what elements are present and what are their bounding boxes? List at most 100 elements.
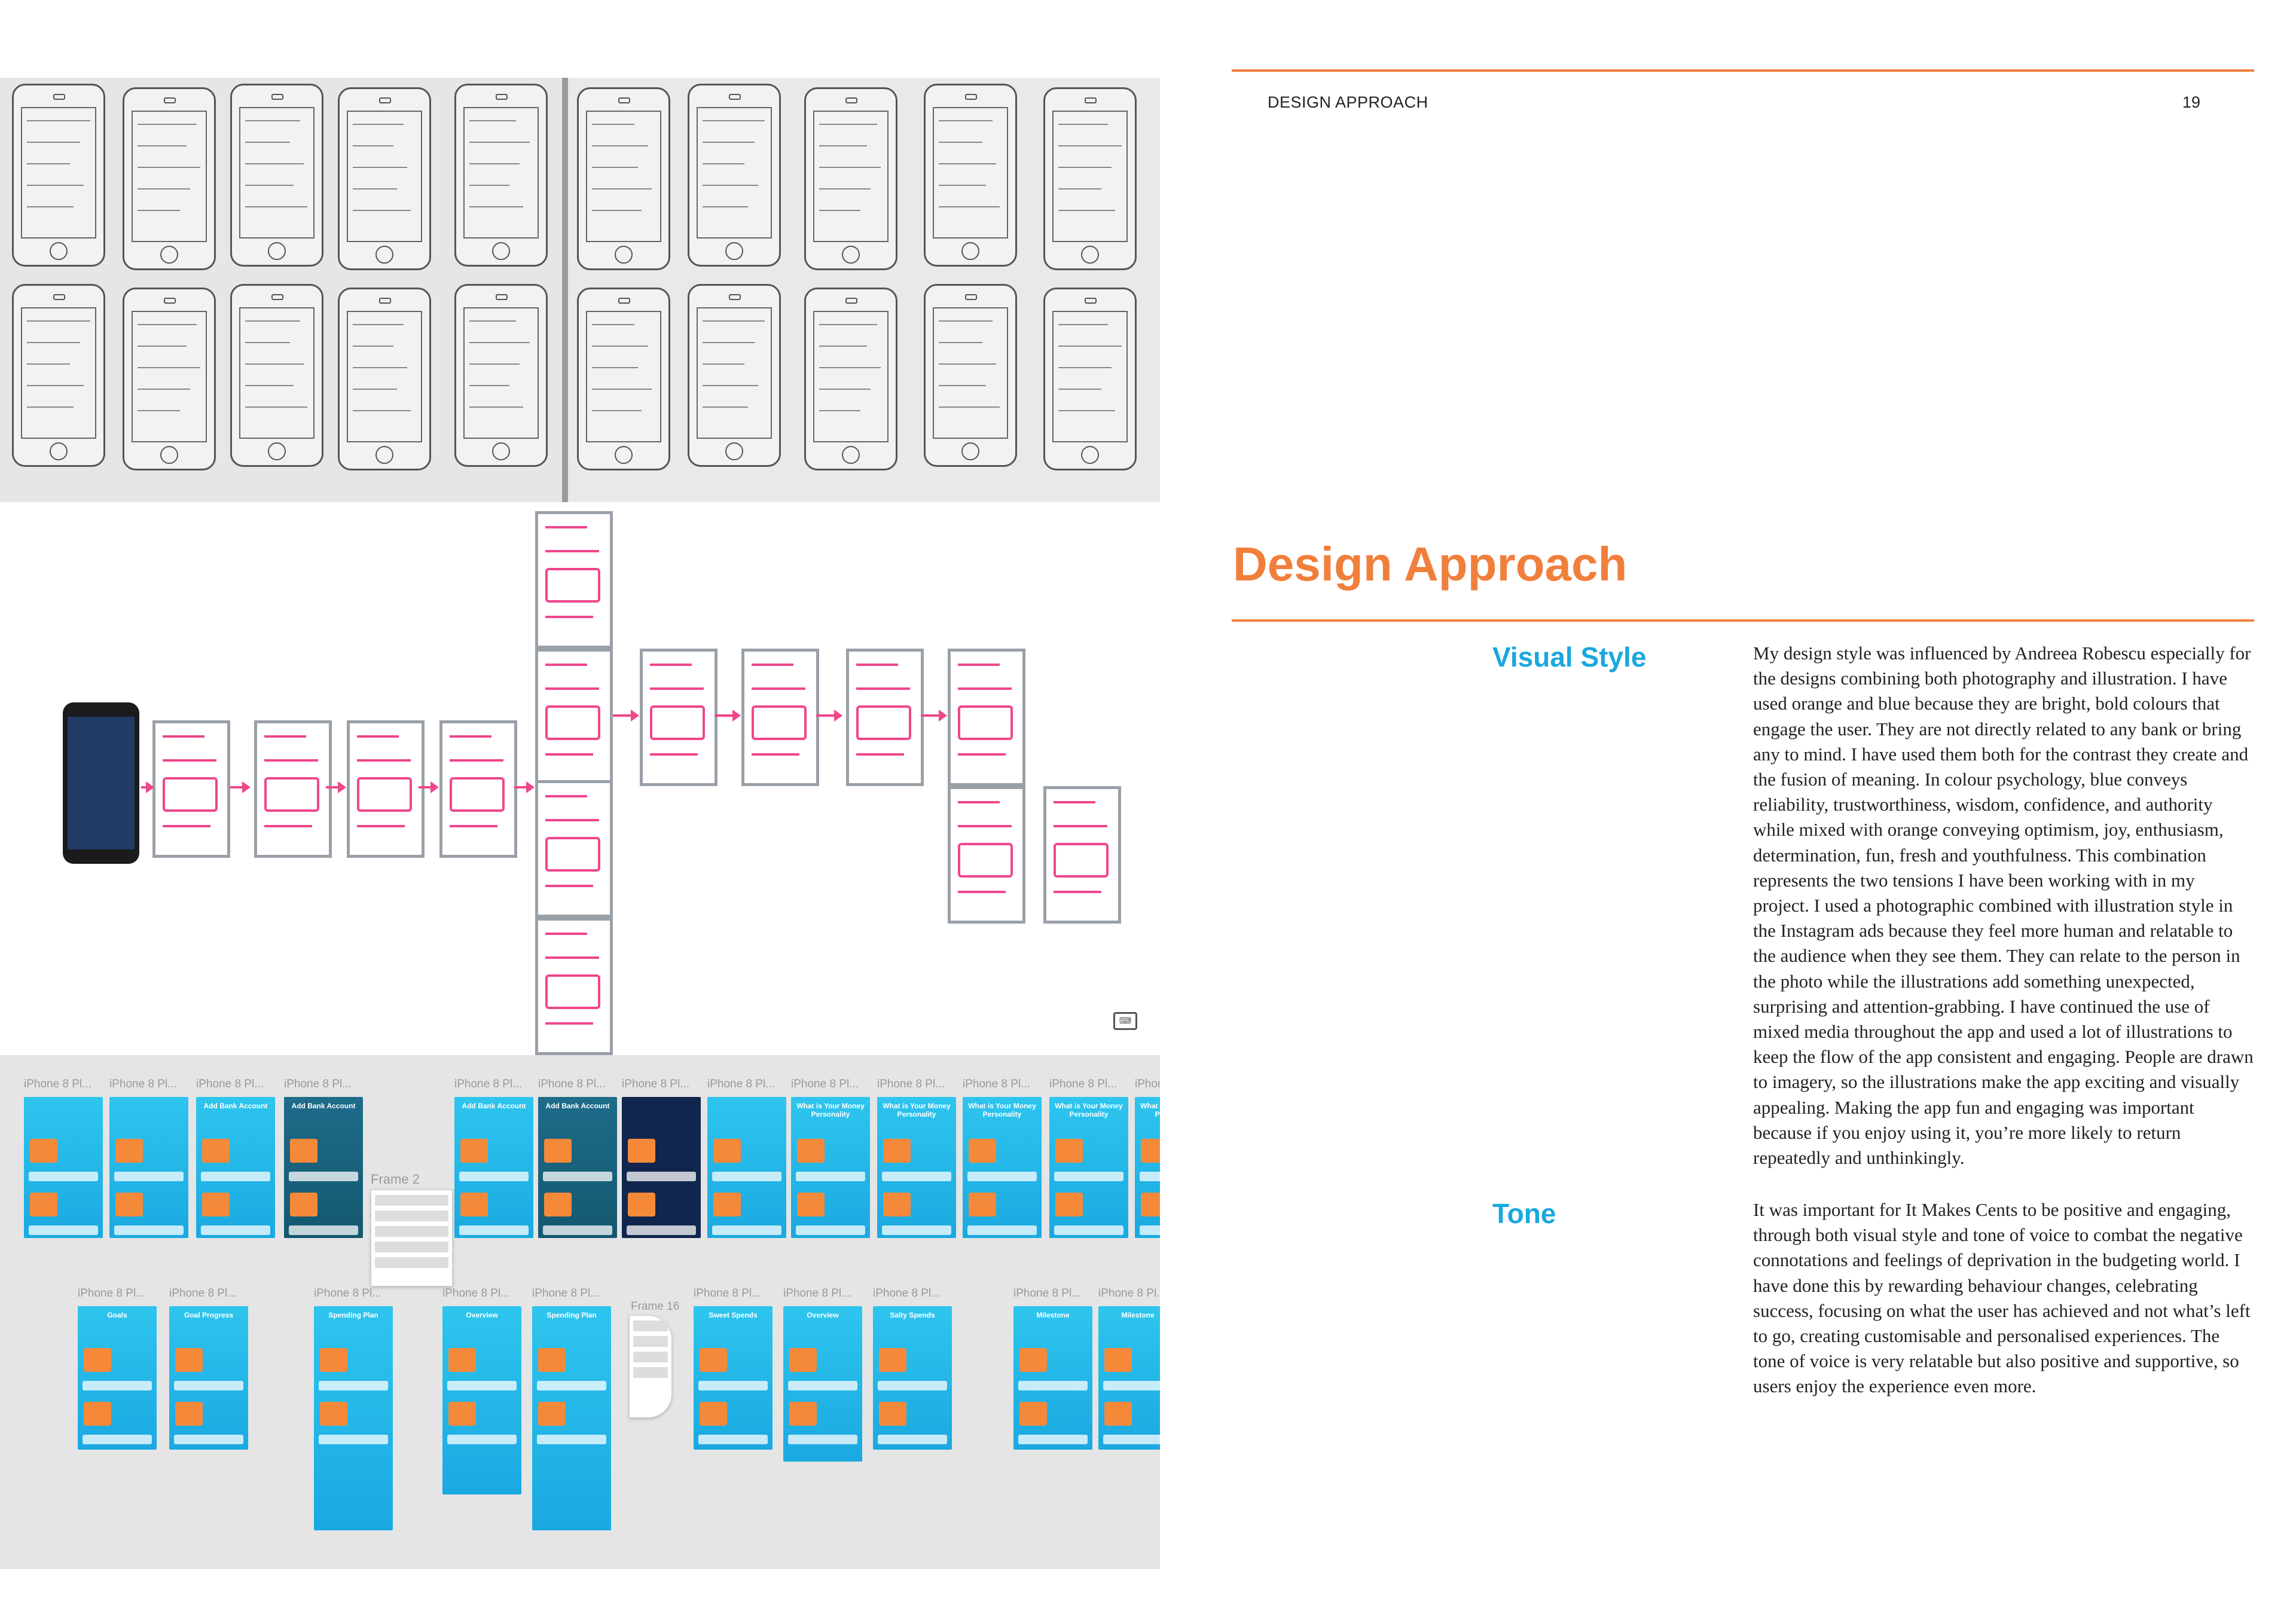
- flow-arrow: [715, 710, 741, 722]
- flow-screen: [152, 720, 230, 858]
- sketch-phone: [454, 84, 548, 267]
- app-screen-frame: Goals: [78, 1306, 157, 1450]
- frame-label: iPhone 8 Pl...: [707, 1078, 775, 1090]
- frame-title: Salty Spends: [890, 1311, 935, 1319]
- frame-title: Add Bank Account: [462, 1102, 526, 1110]
- frame-label: iPhone 8 Pl...: [109, 1078, 178, 1090]
- sketch-phone: [1043, 288, 1137, 470]
- frame-label: iPhone 8 Pl...: [694, 1287, 762, 1300]
- app-design-frames-board: iPhone 8 Pl... iPhone 8 Pl... iPhone 8 Pl.…: [0, 1055, 1160, 1569]
- sketch-phone: [338, 87, 431, 270]
- sketch-phone: [688, 84, 781, 267]
- flow-screen: [254, 720, 332, 858]
- frame-label: iPhone 8 Pl...: [877, 1078, 945, 1090]
- app-screen-frame: Salty Spends: [873, 1306, 952, 1450]
- app-screen-frame: Sweet Spends: [694, 1306, 773, 1450]
- frame-label: iPhone 8 Pl...: [314, 1287, 382, 1300]
- frame-label: iPhone 8 Pl...: [196, 1078, 264, 1090]
- frame-title: What is Your Money Personality: [883, 1102, 951, 1118]
- frame-title: What is Your Money Personality: [796, 1102, 865, 1118]
- flow-screen: [846, 649, 924, 786]
- app-screen-frame: Milestone: [1013, 1306, 1092, 1450]
- frame-title: Add Bank Account: [545, 1102, 610, 1110]
- flow-screen: [640, 649, 718, 786]
- sketch-phone: [804, 87, 897, 270]
- flow-arrow: [921, 710, 947, 722]
- app-screen-frame: Add Bank Account: [454, 1097, 533, 1238]
- flow-arrow: [419, 781, 439, 793]
- frame-label: iPhone 8 Pl...: [791, 1078, 859, 1090]
- app-screen-frame: Add Bank Account: [284, 1097, 363, 1238]
- header-rule: [1232, 69, 2254, 72]
- frame-label: iPhone 8 Pl...: [783, 1287, 851, 1300]
- app-screen-frame: Spending Plan: [532, 1306, 611, 1530]
- frame-label-frame-16: Frame 16: [631, 1300, 680, 1313]
- sketch-phone: [454, 284, 548, 467]
- page-title: Design Approach: [1233, 537, 1628, 591]
- app-screen-frame: What is Your Money Personality: [1049, 1097, 1128, 1238]
- flow-arrow: [514, 781, 535, 793]
- frame-label: iPhone 8 Pl...: [538, 1078, 606, 1090]
- frame-title: Milestone: [1121, 1311, 1155, 1319]
- phone-mockup: [63, 702, 139, 864]
- sketch-phone: [577, 87, 670, 270]
- frame-label: iPhone 8 Pl...: [1098, 1287, 1160, 1300]
- dropdown-menu-frame: [371, 1190, 453, 1286]
- app-screen-frame: Spending Plan: [314, 1306, 393, 1530]
- section-heading-visual-style: Visual Style: [1492, 641, 1647, 673]
- frame-title: What is Your Money Personality: [1140, 1102, 1160, 1118]
- sketch-phone: [577, 288, 670, 470]
- frame-label: iPhone 8 Pl...: [532, 1287, 600, 1300]
- frame-label: iPhone 8 Pl...: [169, 1287, 237, 1300]
- sketch-phone: [804, 288, 897, 470]
- app-screen-frame: [24, 1097, 103, 1238]
- title-rule: [1232, 619, 2254, 622]
- frame-title: Add Bank Account: [203, 1102, 268, 1110]
- sketch-phone: [230, 284, 323, 467]
- app-screen-frame: What is Your Money Personality: [963, 1097, 1042, 1238]
- frame-label: iPhone 8 Pl...: [284, 1078, 352, 1090]
- flow-screen: [1043, 786, 1121, 924]
- running-head: DESIGN APPROACH: [1268, 93, 1428, 111]
- sketch-phone: [123, 87, 216, 270]
- frame-label: iPhone 8 Pl...: [622, 1078, 690, 1090]
- frame-label: iPhone 8 Pl...: [963, 1078, 1031, 1090]
- frame-title: Milestone: [1036, 1311, 1070, 1319]
- frame-title: Add Bank Account: [291, 1102, 356, 1110]
- flow-arrow: [816, 710, 842, 722]
- flow-screen: [948, 649, 1025, 786]
- frame-title: Goal Progress: [184, 1311, 234, 1319]
- app-screen-frame: What is Your Money Personality: [791, 1097, 870, 1238]
- frame-title: Goals: [107, 1311, 127, 1319]
- frame-label: iPhone 8 Pl...: [454, 1078, 523, 1090]
- frame-label: iPhone 8 Pl...: [78, 1287, 146, 1300]
- flow-screen: [741, 649, 819, 786]
- frame-title: What is Your Money Personality: [968, 1102, 1036, 1118]
- frame-label: iPhone 8 Pl...: [873, 1287, 941, 1300]
- flow-screen: [535, 780, 613, 918]
- user-flow-diagram: ⌨: [0, 505, 1160, 1055]
- category-menu-frame: [629, 1315, 672, 1418]
- app-screen-frame: What is Your Money Personality: [877, 1097, 956, 1238]
- frame-title: Overview: [807, 1311, 839, 1319]
- flow-screen: [535, 918, 613, 1055]
- flow-screen: [535, 511, 613, 649]
- keyboard-icon: ⌨: [1113, 1012, 1137, 1030]
- flow-arrow: [230, 781, 251, 793]
- sketch-wireframes-photo: [0, 78, 1160, 502]
- frame-title: What is Your Money Personality: [1055, 1102, 1123, 1118]
- frame-title: Spending Plan: [328, 1311, 378, 1319]
- sketch-phone: [123, 288, 216, 470]
- sketch-phone: [12, 84, 105, 267]
- section-body-visual-style: My design style was influenced by Andree…: [1753, 643, 2254, 1169]
- sketch-phone: [338, 288, 431, 470]
- frame-title: Sweet Spends: [709, 1311, 758, 1319]
- frame-label: iPhone 8 Pl...: [1135, 1078, 1160, 1090]
- frame-title: Overview: [466, 1311, 498, 1319]
- app-screen-frame: Overview: [442, 1306, 521, 1494]
- flow-screen: [535, 649, 613, 786]
- app-screen-frame: [707, 1097, 786, 1238]
- flow-arrow: [326, 781, 346, 793]
- app-screen-frame: [109, 1097, 188, 1238]
- flow-screen: [439, 720, 517, 858]
